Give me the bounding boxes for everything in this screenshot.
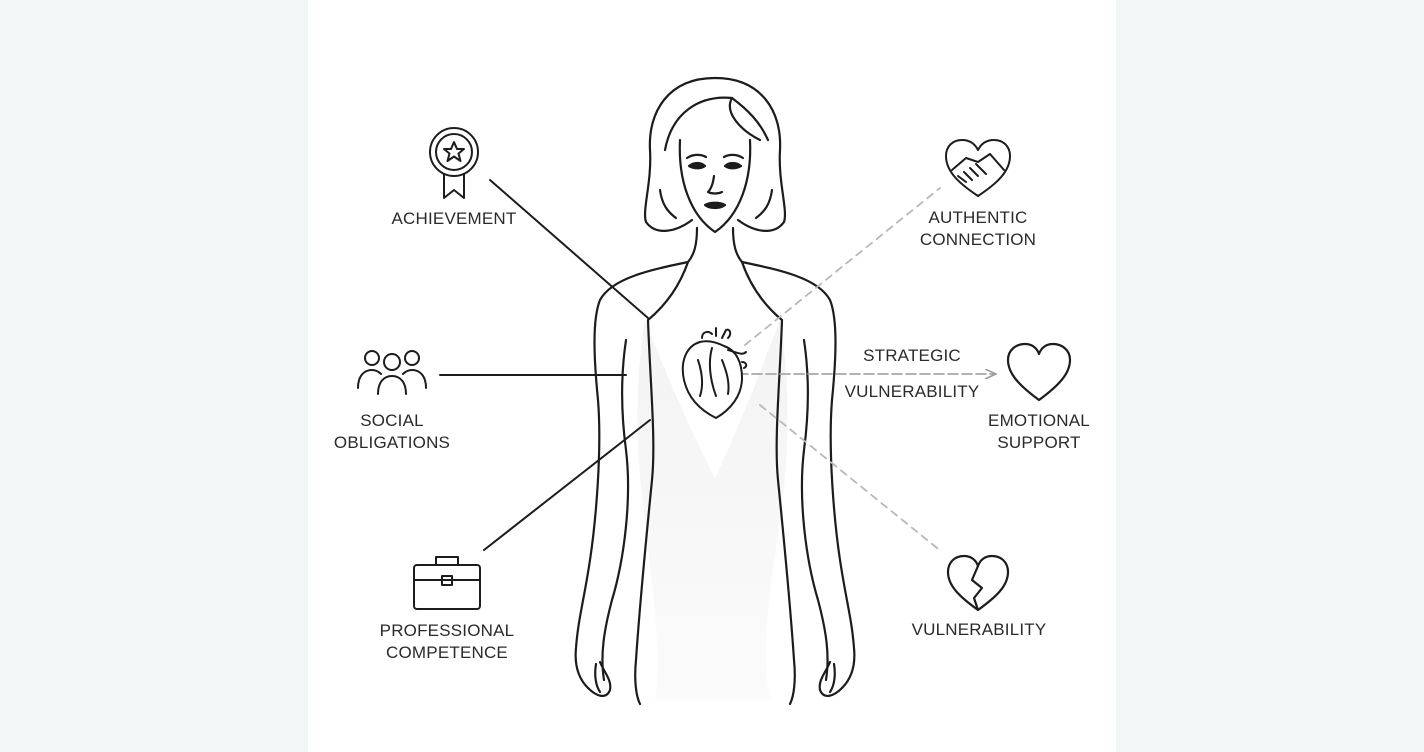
woman-figure — [574, 76, 856, 706]
handshake-heart-icon — [945, 139, 1011, 197]
label-strategic-text: STRATEGIC — [863, 346, 961, 365]
anatomical-heart-icon — [681, 327, 748, 419]
connector-lines — [439, 179, 995, 553]
label-emotional-support-line-1: EMOTIONAL — [988, 411, 1090, 430]
label-professional-competence-line-1: PROFESSIONAL — [379, 621, 515, 640]
label-social-obligations-line-2: OBLIGATIONS — [333, 433, 451, 452]
label-emotional-support-line-2: SUPPORT — [997, 433, 1081, 452]
label-strategic-vulnerability-top: STRATEGIC — [842, 345, 982, 367]
connector-professional-competence — [483, 419, 651, 551]
label-professional-competence-line-2: COMPETENCE — [386, 643, 508, 662]
label-strategic-vulnerability-bottom: VULNERABILITY — [842, 381, 982, 403]
label-emotional-support: EMOTIONAL SUPPORT — [974, 410, 1104, 454]
briefcase-icon — [413, 556, 481, 610]
label-authentic-connection-line-2: CONNECTION — [919, 230, 1037, 249]
connector-authentic-connection — [744, 187, 941, 346]
label-vulnerability: VULNERABILITY — [904, 619, 1054, 641]
label-achievement: ACHIEVEMENT — [378, 208, 530, 230]
label-vulnerability-text: VULNERABILITY — [911, 620, 1047, 639]
label-vulnerability-arrow-text: VULNERABILITY — [844, 382, 980, 401]
label-authentic-connection: AUTHENTIC CONNECTION — [908, 207, 1048, 251]
label-social-obligations: SOCIAL OBLIGATIONS — [322, 410, 462, 454]
award-ribbon-icon — [429, 127, 479, 199]
label-authentic-connection-line-1: AUTHENTIC — [928, 208, 1028, 227]
group-people-icon — [357, 350, 427, 395]
heart-icon — [1006, 342, 1072, 402]
connector-vulnerability — [759, 404, 943, 553]
label-social-obligations-line-1: SOCIAL — [360, 411, 424, 430]
label-achievement-text: ACHIEVEMENT — [391, 209, 517, 228]
label-professional-competence: PROFESSIONAL COMPETENCE — [372, 620, 522, 664]
broken-heart-icon — [946, 554, 1010, 612]
connector-achievement — [489, 179, 649, 319]
